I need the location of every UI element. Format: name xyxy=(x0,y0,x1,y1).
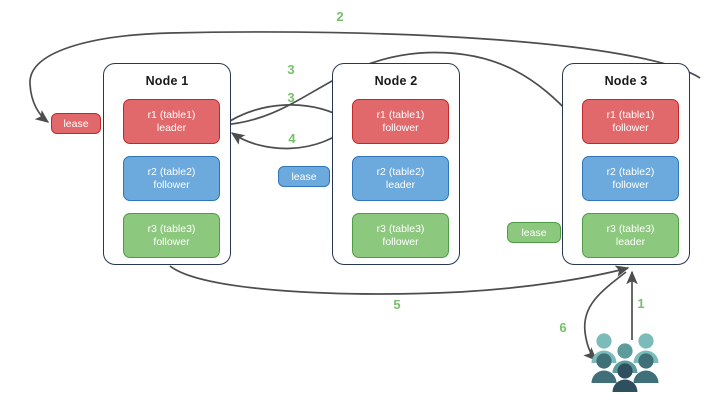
replica-name: r2 (table2) xyxy=(606,165,655,178)
arrow-step-5 xyxy=(169,265,630,295)
replica-name: r3 (table3) xyxy=(147,222,196,235)
replica-role: leader xyxy=(385,178,416,191)
replica-node3-r2[interactable]: r2 (table2) follower xyxy=(582,156,679,201)
replica-role: leader xyxy=(615,235,646,248)
people-group-icon xyxy=(591,333,659,392)
replica-name: r1 (table1) xyxy=(606,108,655,121)
lease-chip-r3[interactable]: lease xyxy=(507,222,561,243)
step-label-3-upper: 3 xyxy=(287,62,295,77)
node-box-node3[interactable]: Node 3 r1 (table1) follower r2 (table2) … xyxy=(562,63,690,265)
replica-name: r2 (table2) xyxy=(147,165,196,178)
replica-role: follower xyxy=(382,235,419,248)
replica-role: follower xyxy=(153,178,190,191)
arrow-step-6 xyxy=(583,271,627,361)
replica-node1-r1[interactable]: r1 (table1) leader xyxy=(123,99,220,144)
replica-name: r1 (table1) xyxy=(147,108,196,121)
lease-label: lease xyxy=(63,117,89,130)
replica-node3-r1[interactable]: r1 (table1) follower xyxy=(582,99,679,144)
node-box-node2[interactable]: Node 2 r1 (table1) follower r2 (table2) … xyxy=(332,63,460,265)
replica-name: r2 (table2) xyxy=(376,165,425,178)
replica-node3-r3[interactable]: r3 (table3) leader xyxy=(582,213,679,258)
replica-role: follower xyxy=(612,178,649,191)
lease-chip-r1[interactable]: lease xyxy=(51,113,101,134)
people-front-center-figure xyxy=(612,363,638,392)
node-title-node3: Node 3 xyxy=(604,74,648,88)
step-label-2: 2 xyxy=(336,9,344,24)
replica-name: r3 (table3) xyxy=(376,222,425,235)
replica-role: leader xyxy=(156,121,187,134)
replica-role: follower xyxy=(612,121,649,134)
replica-role: follower xyxy=(153,235,190,248)
step-label-6: 6 xyxy=(559,320,567,335)
step-label-1: 1 xyxy=(637,296,645,311)
replica-role: follower xyxy=(382,121,419,134)
node-title-node1: Node 1 xyxy=(145,74,189,88)
step-label-4: 4 xyxy=(288,131,296,146)
node-title-node2: Node 2 xyxy=(374,74,418,88)
arrow-step-3-upper xyxy=(221,51,575,126)
replica-node2-r2[interactable]: r2 (table2) leader xyxy=(352,156,449,201)
replica-name: r1 (table1) xyxy=(376,108,425,121)
step-label-5: 5 xyxy=(393,297,401,312)
replica-node2-r1[interactable]: r1 (table1) follower xyxy=(352,99,449,144)
step-label-3-lower: 3 xyxy=(287,90,295,105)
arrow-step-2 xyxy=(29,31,701,123)
lease-label: lease xyxy=(521,226,547,239)
people-front-row xyxy=(591,353,659,383)
node-box-node1[interactable]: Node 1 r1 (table1) leader r2 (table2) fo… xyxy=(103,63,231,265)
lease-label: lease xyxy=(291,170,317,183)
replica-name: r3 (table3) xyxy=(606,222,655,235)
replica-node1-r2[interactable]: r2 (table2) follower xyxy=(123,156,220,201)
lease-chip-r2[interactable]: lease xyxy=(278,166,330,187)
replica-node1-r3[interactable]: r3 (table3) follower xyxy=(123,213,220,258)
replica-node2-r3[interactable]: r3 (table3) follower xyxy=(352,213,449,258)
